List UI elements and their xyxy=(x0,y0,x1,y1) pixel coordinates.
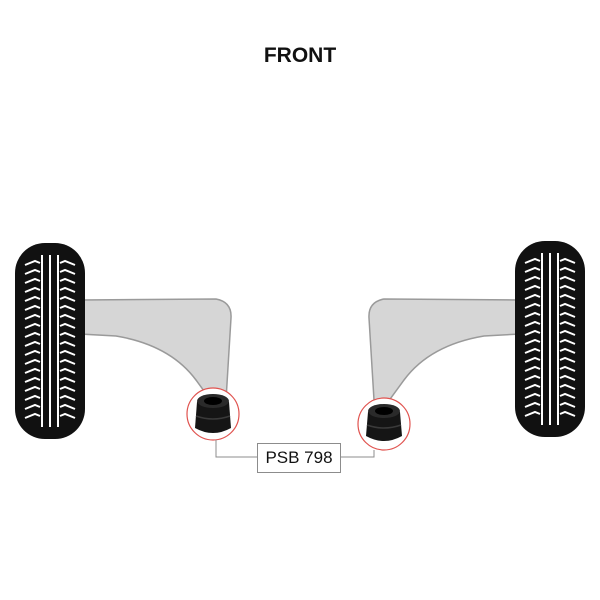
left-control-arm xyxy=(79,298,232,403)
right-leader-line xyxy=(341,450,375,458)
left-bush xyxy=(186,387,240,441)
left-leader-line xyxy=(215,440,257,458)
right-control-arm xyxy=(368,298,521,403)
left-tyre xyxy=(15,243,85,439)
diagram-title: FRONT xyxy=(263,44,337,67)
right-tyre xyxy=(515,241,585,437)
part-number-label: PSB 798 xyxy=(257,443,341,473)
right-bush xyxy=(357,397,411,451)
